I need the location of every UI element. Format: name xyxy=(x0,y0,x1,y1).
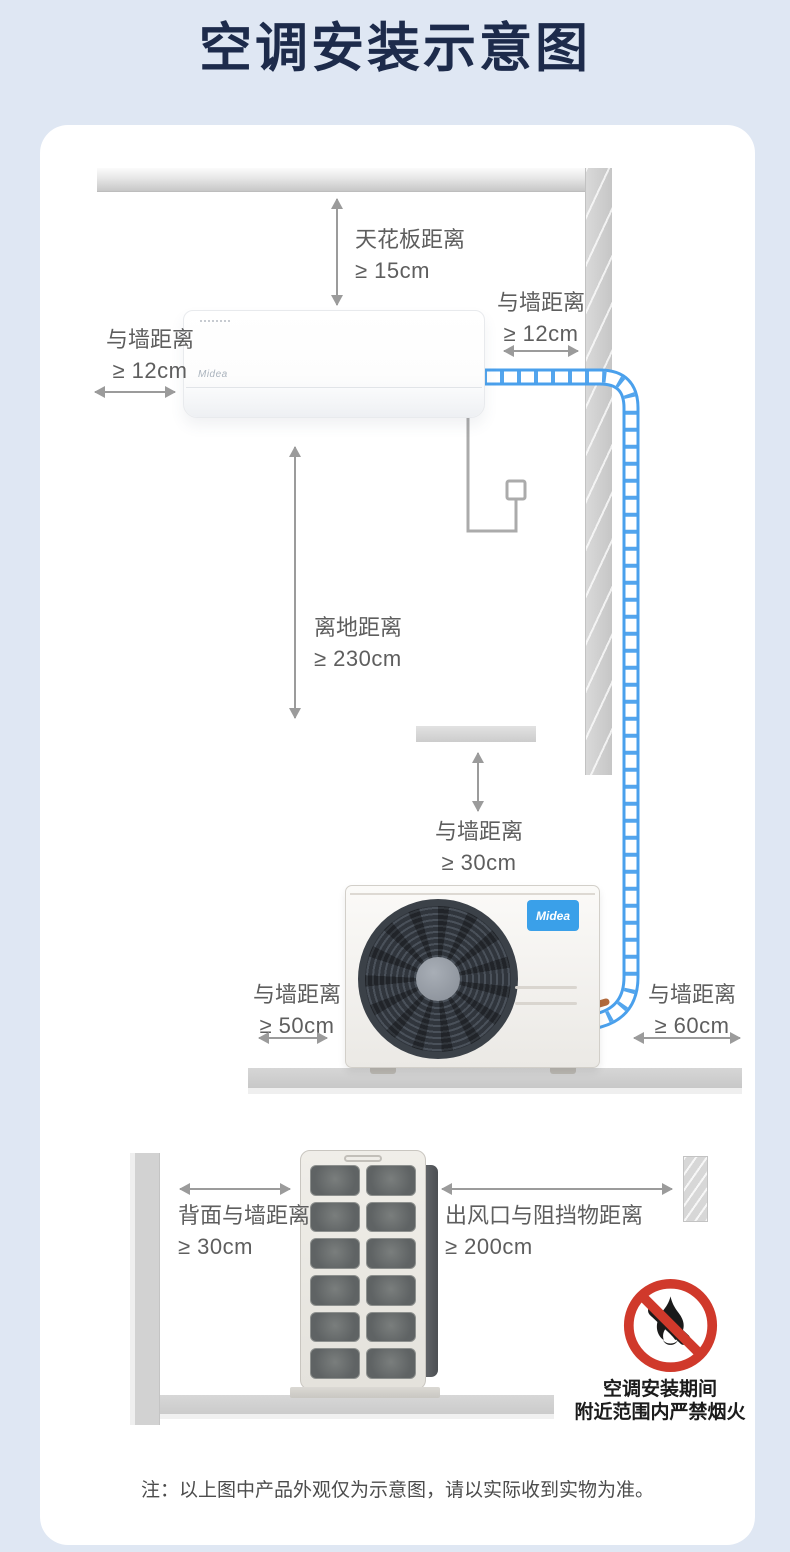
indoor-ac-unit: Midea xyxy=(183,310,485,418)
side-unit-handle xyxy=(344,1155,382,1162)
no-fire-icon xyxy=(623,1278,718,1373)
fan-grille xyxy=(358,899,518,1059)
indoor-left-wall-distance-arrow xyxy=(94,386,176,398)
side-unit-dark-fin xyxy=(424,1165,438,1377)
outdoor-right-wall-distance-arrow xyxy=(633,1032,741,1044)
indoor-left-wall-distance-label: 与墙距离 ≥ 12cm xyxy=(105,327,194,383)
side-unit-base-plate xyxy=(290,1387,440,1398)
outdoor-right-wall-distance-label: 与墙距离 ≥ 60cm xyxy=(647,982,736,1038)
ceiling-distance-label: 天花板距离 ≥ 15cm xyxy=(355,227,466,283)
outdoor-ac-unit: Midea xyxy=(345,885,600,1068)
outdoor-top-wall-distance-label: 与墙距离 ≥ 30cm xyxy=(434,819,523,875)
outdoor-left-wall-distance-arrow xyxy=(258,1032,328,1044)
indoor-right-wall-distance-label: 与墙距离 ≥ 12cm xyxy=(496,290,585,346)
indoor-right-wall-distance-arrow xyxy=(503,345,579,357)
outdoor-unit-platform xyxy=(248,1068,742,1094)
diagram-card: Midea Midea 天花板距离 ≥ 15cm 与墙距离 xyxy=(40,125,755,1545)
disclaimer-note: 注：以上图中产品外观仅为示意图，请以实际收到实物为准。 xyxy=(140,1480,654,1501)
overhang-above-outdoor-unit xyxy=(416,726,536,742)
no-fire-warning-text: 空调安装期间 附近范围内严禁烟火 xyxy=(574,1379,746,1424)
ceiling xyxy=(97,168,612,192)
page-title: 空调安装示意图 xyxy=(199,19,591,78)
outdoor-unit-logo: Midea xyxy=(527,900,579,931)
indoor-unit-vent-detail xyxy=(200,320,230,325)
outlet-obstacle-distance-label: 出风口与阻挡物距离 ≥ 200cm xyxy=(445,1203,644,1259)
outdoor-unit-foot xyxy=(370,1066,396,1074)
indoor-unit-logo: Midea xyxy=(198,369,228,380)
obstacle-block xyxy=(683,1156,708,1222)
outdoor-top-wall-distance-arrow xyxy=(472,752,484,812)
side-unit-grille-grid xyxy=(310,1165,416,1379)
floor-clearance-label: 离地距离 ≥ 230cm xyxy=(314,615,403,671)
ceiling-distance-arrow xyxy=(331,198,343,306)
floor-clearance-arrow xyxy=(289,446,301,719)
back-wall xyxy=(130,1153,160,1425)
outlet-obstacle-distance-arrow xyxy=(441,1183,673,1195)
fan-hub xyxy=(416,957,460,1001)
back-wall-distance-arrow xyxy=(179,1183,291,1195)
back-wall-distance-label: 背面与墙距离 ≥ 30cm xyxy=(178,1203,311,1259)
bottom-floor xyxy=(152,1395,554,1419)
outdoor-unit-side-view xyxy=(300,1150,426,1390)
outdoor-unit-foot xyxy=(550,1066,576,1074)
outdoor-left-wall-distance-label: 与墙距离 ≥ 50cm xyxy=(252,982,341,1038)
right-wall xyxy=(585,168,612,775)
